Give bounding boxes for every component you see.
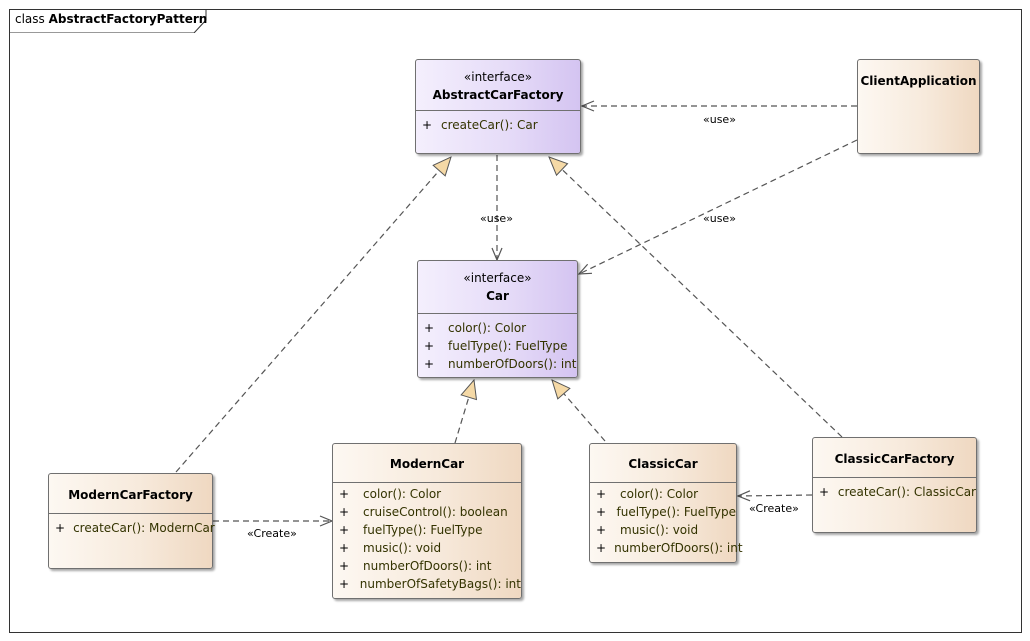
- classic-create-line[interactable]: [738, 495, 813, 496]
- operations-compartment: + createCar(): ModernCar: [49, 513, 215, 537]
- operation-row: + music(): void: [590, 521, 736, 539]
- stereotype-label: «interface»: [463, 271, 532, 285]
- visibility-marker: +: [339, 523, 350, 537]
- operation-signature: color(): Color: [363, 487, 442, 501]
- operation-signature: fuelType(): FuelType: [616, 505, 736, 519]
- operation-signature: numberOfSafetyBags(): int: [359, 577, 521, 591]
- class-header: ClassicCar: [590, 444, 736, 482]
- operation-row: + cruiseControl(): boolean: [333, 503, 521, 521]
- abstract-car-factory-class[interactable]: «interface» AbstractCarFactory + createC…: [415, 59, 581, 154]
- operation-row: + numberOfDoors(): int: [418, 355, 577, 373]
- class-name: AbstractCarFactory: [432, 88, 564, 102]
- client-use-car-line[interactable]: [579, 139, 858, 274]
- operation-row: + color(): Color: [333, 485, 521, 503]
- client-application-class[interactable]: ClientApplication: [857, 59, 980, 154]
- modern-factory-realizes-line[interactable]: [175, 157, 451, 473]
- class-name: ClassicCar: [628, 457, 698, 471]
- visibility-marker: +: [596, 541, 607, 555]
- visibility-marker: +: [596, 505, 607, 519]
- client-use-factory-label: «use»: [703, 113, 736, 126]
- class-header: ClientApplication: [858, 60, 979, 90]
- operation-signature: color(): Color: [620, 487, 699, 501]
- operation-row: + createCar(): ModernCar: [49, 519, 215, 537]
- operation-signature: createCar(): ClassicCar: [837, 485, 976, 499]
- modern-create-label: «Create»: [247, 527, 297, 540]
- class-name: ModernCarFactory: [68, 488, 193, 502]
- class-name: ClientApplication: [860, 74, 977, 88]
- operation-row: + createCar(): ClassicCar: [813, 483, 976, 501]
- operation-row: + fuelType(): FuelType: [590, 503, 736, 521]
- operation-signature: fuelType(): FuelType: [448, 339, 568, 353]
- classic-car-class[interactable]: ClassicCar + color(): Color + fuelType()…: [589, 443, 743, 563]
- operation-row: + fuelType(): FuelType: [333, 521, 521, 539]
- operation-signature: fuelType(): FuelType: [363, 523, 483, 537]
- class-header: «interface» AbstractCarFactory: [416, 60, 580, 110]
- operation-signature: numberOfDoors(): int: [448, 357, 577, 371]
- operation-row: + music(): void: [333, 539, 521, 557]
- visibility-marker: +: [339, 559, 350, 573]
- class-name: Car: [486, 289, 509, 303]
- factory-use-car-label: «use»: [480, 212, 513, 225]
- visibility-marker: +: [819, 485, 830, 499]
- class-header: ModernCar: [333, 444, 521, 482]
- visibility-marker: +: [424, 339, 435, 353]
- class-header: ClassicCarFactory: [813, 438, 976, 477]
- classic-car-realizes-line[interactable]: [552, 380, 606, 442]
- classic-car-factory-class[interactable]: ClassicCarFactory + createCar(): Classic…: [812, 437, 977, 533]
- class-name: ModernCar: [389, 457, 465, 471]
- operation-signature: music(): void: [363, 541, 442, 555]
- stereotype-label: «interface»: [463, 70, 533, 84]
- operation-signature: numberOfDoors(): int: [363, 559, 492, 573]
- visibility-marker: +: [339, 577, 350, 591]
- operation-signature: cruiseControl(): boolean: [363, 505, 508, 519]
- operation-row: + color(): Color: [590, 485, 736, 503]
- modern-car-factory-class[interactable]: ModernCarFactory + createCar(): ModernCa…: [48, 473, 215, 569]
- operations-compartment: + createCar(): ClassicCar: [813, 477, 976, 501]
- operation-row: + color(): Color: [418, 319, 577, 337]
- operation-signature: music(): void: [620, 523, 699, 537]
- classic-create-label: «Create»: [749, 502, 799, 515]
- frame-name: AbstractFactoryPattern: [48, 12, 208, 26]
- operation-row: + numberOfSafetyBags(): int: [333, 575, 521, 593]
- visibility-marker: +: [596, 487, 607, 501]
- visibility-marker: +: [422, 118, 433, 132]
- operations-compartment: + color(): Color + fuelType(): FuelType …: [590, 482, 743, 557]
- class-header: «interface» Car: [418, 261, 577, 313]
- operation-signature: color(): Color: [448, 321, 527, 335]
- operation-signature: numberOfDoors(): int: [614, 541, 743, 555]
- visibility-marker: +: [339, 505, 350, 519]
- operation-signature: createCar(): Car: [441, 118, 538, 132]
- frame-tab-outline: [9, 9, 207, 33]
- operation-signature: createCar(): ModernCar: [73, 521, 215, 535]
- visibility-marker: +: [596, 523, 607, 537]
- operation-row: + numberOfDoors(): int: [590, 539, 743, 557]
- operation-row: + numberOfDoors(): int: [333, 557, 521, 575]
- class-header: ModernCarFactory: [49, 474, 212, 513]
- operations-compartment: + color(): Color + cruiseControl(): bool…: [333, 482, 521, 593]
- visibility-marker: +: [424, 357, 435, 371]
- modern-car-realizes-line[interactable]: [454, 380, 474, 444]
- visibility-marker: +: [339, 541, 350, 555]
- operation-row: + createCar(): Car: [416, 116, 580, 134]
- operations-compartment: + color(): Color + fuelType(): FuelType …: [418, 313, 577, 373]
- operation-row: + fuelType(): FuelType: [418, 337, 577, 355]
- modern-car-class[interactable]: ModernCar + color(): Color + cruiseContr…: [332, 443, 522, 599]
- diagram-frame: [9, 9, 1022, 633]
- visibility-marker: +: [424, 321, 435, 335]
- client-use-car-label: «use»: [703, 212, 736, 225]
- class-name: ClassicCarFactory: [834, 452, 955, 466]
- operations-compartment: + createCar(): Car: [416, 110, 580, 134]
- frame-title: class AbstractFactoryPattern: [15, 12, 207, 26]
- frame-keyword: class: [15, 12, 45, 26]
- classic-factory-realizes-line[interactable]: [549, 157, 843, 438]
- car-interface-class[interactable]: «interface» Car + color(): Color + fuelT…: [417, 260, 578, 378]
- visibility-marker: +: [339, 487, 350, 501]
- visibility-marker: +: [55, 521, 66, 535]
